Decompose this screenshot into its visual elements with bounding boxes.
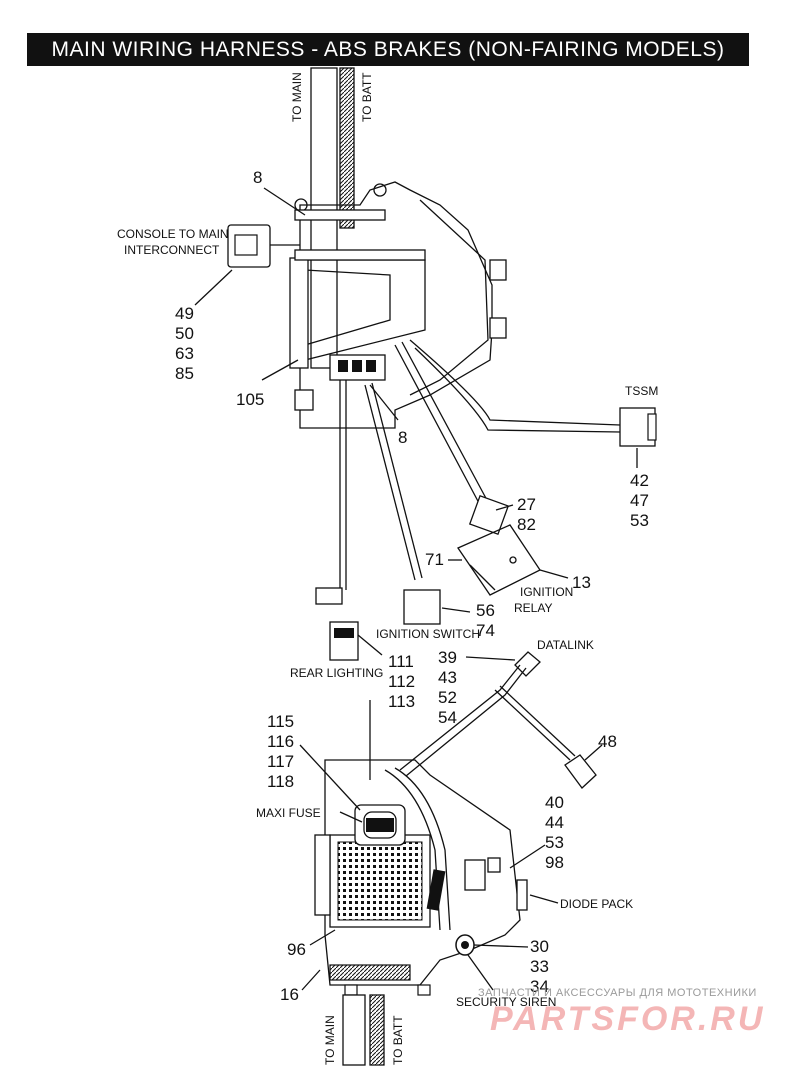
callout-8-mid: 8 <box>398 428 407 447</box>
ignition-switch-label: IGNITION SWITCH <box>376 627 480 641</box>
callout-105: 105 <box>236 390 264 409</box>
callout-diode-40: 40 <box>545 793 564 812</box>
callout-datalink-52: 52 <box>438 688 457 707</box>
connector-48 <box>564 754 597 789</box>
watermark-tagline: ЗАПЧАСТИ И АКСЕССУАРЫ ДЛЯ МОТОТЕХНИКИ <box>478 987 757 999</box>
callout-switch-56: 56 <box>476 601 495 620</box>
callout-diode-44: 44 <box>545 813 564 832</box>
to-main-bottom-label: TO MAIN <box>323 1015 337 1065</box>
to-main-wire-bottom <box>342 994 366 1066</box>
diode-pack <box>516 879 528 911</box>
datalink-connector <box>514 651 541 677</box>
callout-console-85: 85 <box>175 364 194 383</box>
callout-maxi-115: 115 <box>267 712 294 731</box>
callout-console-49: 49 <box>175 304 194 323</box>
callout-switch-74: 74 <box>476 621 495 640</box>
callout-96: 96 <box>287 940 306 959</box>
callout-maxi-117: 117 <box>267 752 294 771</box>
watermark-logo: PARTSFOR.RU <box>490 1000 765 1038</box>
relay-cable <box>394 344 481 506</box>
maxi-fuse-label: MAXI FUSE <box>256 806 321 820</box>
callout-8-top: 8 <box>253 168 262 187</box>
to-batt-cable <box>339 67 355 229</box>
harness-tray <box>299 181 493 429</box>
callout-console-63: 63 <box>175 344 194 363</box>
callout-16: 16 <box>280 985 299 1004</box>
console-label-line1: CONSOLE TO MAIN <box>117 227 229 241</box>
to-batt-cable-bottom <box>369 994 385 1066</box>
to-batt-bottom-label: TO BATT <box>391 1015 405 1065</box>
callout-rear-111: 111 <box>388 652 414 671</box>
callout-console-50: 50 <box>175 324 194 343</box>
callout-siren-30: 30 <box>530 937 549 956</box>
callout-siren-34: 34 <box>530 977 549 996</box>
ignition-relay-label-line2: RELAY <box>514 601 552 615</box>
rear-lighting-connector <box>329 621 359 661</box>
cable-48 <box>494 689 571 761</box>
tssm-cable <box>409 339 621 426</box>
callout-48: 48 <box>598 732 617 751</box>
callout-relay-27: 27 <box>517 495 536 514</box>
ignition-relay-label-line1: IGNITION <box>520 585 573 599</box>
callout-diode-98: 98 <box>545 853 564 872</box>
title-bar: MAIN WIRING HARNESS - ABS BRAKES (NON-FA… <box>27 33 749 66</box>
security-siren-label: SECURITY SIREN <box>456 995 556 1009</box>
callout-13: 13 <box>572 573 591 592</box>
top-harness-assembly <box>227 67 657 661</box>
console-label-line2: INTERCONNECT <box>124 243 220 257</box>
callout-relay-82: 82 <box>517 515 536 534</box>
bottom-leader-lines <box>299 744 603 991</box>
callout-71: 71 <box>425 550 444 569</box>
callout-datalink-54: 54 <box>438 708 457 727</box>
ignition-switch-connector <box>403 589 441 625</box>
datalink-label: DATALINK <box>537 638 594 652</box>
callout-tssm-42: 42 <box>630 471 649 490</box>
diode-pack-label: DIODE PACK <box>560 897 633 911</box>
switch-cable <box>364 384 416 581</box>
tssm-label: TSSM <box>625 384 658 398</box>
fuse-box-body <box>324 759 521 986</box>
callout-maxi-118: 118 <box>267 772 294 791</box>
callout-rear-112: 112 <box>388 672 415 691</box>
callout-tssm-53: 53 <box>630 511 649 530</box>
top-leader-lines <box>194 187 638 661</box>
page-title: MAIN WIRING HARNESS - ABS BRAKES (NON-FA… <box>51 37 725 61</box>
callout-siren-33: 33 <box>530 957 549 976</box>
bottom-harness-assembly <box>314 651 597 1066</box>
callout-maxi-116: 116 <box>267 732 294 751</box>
callout-diode-53: 53 <box>545 833 564 852</box>
to-main-label: TO MAIN <box>290 72 304 122</box>
callout-rear-113: 113 <box>388 692 415 711</box>
callout-datalink-39: 39 <box>438 648 457 667</box>
callout-tssm-47: 47 <box>630 491 649 510</box>
datalink-cable <box>399 664 521 771</box>
rear-lighting-label: REAR LIGHTING <box>290 666 383 680</box>
to-batt-label: TO BATT <box>360 72 374 122</box>
callout-datalink-43: 43 <box>438 668 457 687</box>
